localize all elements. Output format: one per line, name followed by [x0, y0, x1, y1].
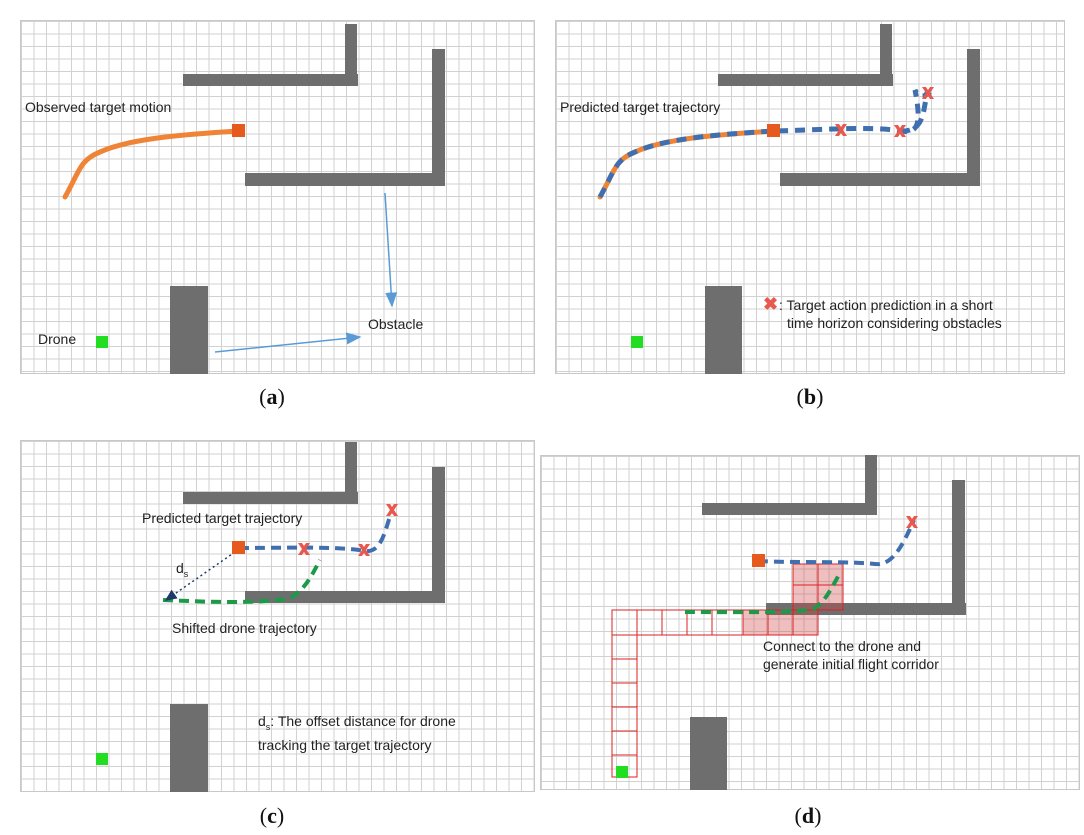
- corridor-grid: [611, 564, 843, 778]
- obstacle-wall: [183, 74, 358, 86]
- drone-marker: [96, 753, 108, 765]
- obstacle-wall: [718, 74, 893, 86]
- obstacle-wall: [432, 467, 445, 603]
- shifted-drone-path: [684, 572, 842, 615]
- offset-note-line1: ds: The offset distance for drone: [258, 713, 456, 732]
- drone-marker: [616, 766, 628, 778]
- connect-note: Connect to the drone and generate initia…: [763, 637, 939, 673]
- obstacle-arrow: [214, 332, 362, 353]
- predicted-target-label: Predicted target trajectory: [142, 510, 303, 526]
- obstacle-arrow: [384, 192, 398, 308]
- connect-note-line2: generate initial flight corridor: [763, 656, 939, 672]
- panel-c-canvas: [96, 442, 445, 792]
- caption-a: (a): [259, 384, 285, 409]
- predicted-target-path: [597, 88, 932, 199]
- obstacle-label: Obstacle: [368, 316, 424, 332]
- prediction-marker: [298, 504, 398, 556]
- offset-note: ds: The offset distance for drone tracki…: [258, 712, 456, 754]
- target-marker: [232, 541, 245, 554]
- obstacle-wall: [245, 173, 445, 186]
- target-marker: [232, 124, 245, 137]
- drone-marker: [631, 336, 643, 348]
- obstacle-wall: [183, 492, 358, 504]
- prediction-legend-icon: ✖: [763, 294, 779, 314]
- obstacle-wall: [245, 591, 445, 603]
- prediction-marker: [906, 516, 918, 528]
- shifted-drone-path: [162, 559, 322, 604]
- panel-d-canvas: [611, 455, 966, 790]
- offset-distance-line: [164, 551, 236, 601]
- caption-d: (d): [794, 803, 822, 828]
- observed-target-path: [597, 128, 777, 200]
- prediction-legend: : Target action prediction in a short ti…: [779, 296, 1002, 332]
- obstacle-block: [170, 286, 208, 374]
- target-marker: [767, 124, 780, 137]
- obstacle-wall: [345, 24, 357, 86]
- panel-a: Observed target motion Obstacle Drone: [20, 20, 535, 374]
- connect-note-line1: Connect to the drone and: [763, 638, 922, 654]
- predicted-target-path: [238, 509, 394, 554]
- prediction-legend-line2: time horizon considering obstacles: [787, 315, 1002, 331]
- observed-target-path: [62, 128, 242, 200]
- panel-b: Predicted target trajectory ✖ : Target a…: [555, 20, 1065, 374]
- obstacle-wall: [952, 480, 965, 615]
- predicted-target-label: Predicted target trajectory: [560, 99, 721, 115]
- predicted-target-path: [757, 519, 916, 567]
- caption-b: (b): [796, 384, 824, 409]
- obstacle-wall: [865, 455, 877, 515]
- obstacle-wall: [702, 503, 877, 515]
- obstacle-block: [705, 286, 742, 374]
- predicted-path-tail: [899, 91, 930, 134]
- obstacle-wall: [432, 49, 445, 186]
- caption-c: (c): [259, 803, 285, 828]
- prediction-marker: [835, 87, 934, 137]
- offset-note-line2: tracking the target trajectory: [258, 736, 432, 753]
- prediction-legend-line1: : Target action prediction in a short: [779, 297, 993, 313]
- panel-a-canvas: [62, 24, 445, 374]
- shifted-drone-label: Shifted drone trajectory: [172, 620, 317, 636]
- target-marker: [752, 554, 765, 567]
- observed-target-label: Observed target motion: [25, 99, 172, 115]
- drone-label: Drone: [38, 331, 77, 347]
- obstacle-block: [170, 704, 208, 792]
- obstacle-wall: [967, 49, 980, 186]
- ds-symbol: ds: [176, 560, 189, 579]
- obstacle-wall: [880, 24, 892, 86]
- panel-d: Connect to the drone and generate initia…: [540, 455, 1080, 790]
- drone-marker: [96, 336, 108, 348]
- obstacle-wall: [780, 173, 980, 186]
- obstacle-block: [690, 717, 727, 790]
- panel-c: Predicted target trajectory ds Shifted d…: [20, 440, 535, 792]
- obstacle-wall: [345, 442, 357, 504]
- panel-b-canvas: [597, 24, 980, 374]
